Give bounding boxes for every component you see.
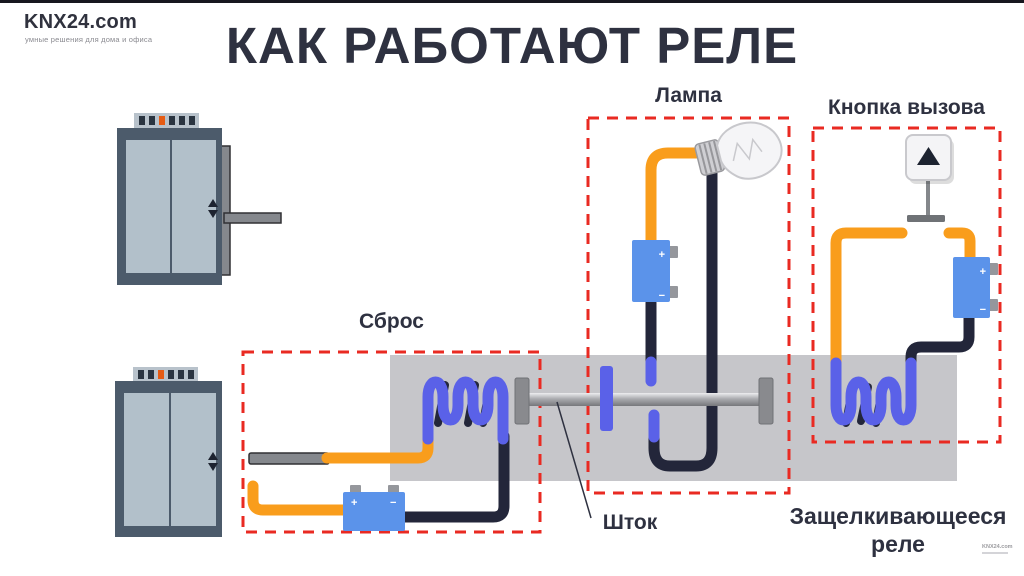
indicator-square [169, 116, 175, 125]
rod-end-cap-left [514, 377, 530, 425]
top-edge-bar [0, 0, 1024, 3]
brand-tagline: умные решения для дома и офиса [25, 35, 153, 44]
indicator-square-active [159, 116, 165, 125]
battery-body [632, 240, 670, 302]
battery-minus-sign: − [390, 497, 396, 509]
reset-section-box [241, 350, 542, 534]
battery-terminal [989, 263, 998, 275]
indicator-square [189, 116, 195, 125]
reset-hook-wire [247, 480, 349, 516]
rod-shaft [521, 393, 762, 406]
call-button-circuit: + − [830, 134, 998, 427]
bulb-screw-threads [698, 140, 723, 175]
battery-plus-sign: + [980, 266, 986, 278]
call-black-wire [905, 310, 975, 372]
down-arrow-icon [208, 463, 218, 471]
battery-terminal [669, 246, 678, 258]
label-rod: Шток [602, 511, 658, 534]
battery-body [343, 492, 405, 531]
indicator-square [138, 370, 144, 379]
label-lamp: Лампа [655, 84, 722, 107]
page-title: КАК РАБОТАЮТ РЕЛЕ [225, 17, 799, 74]
elevator-door-left [124, 393, 169, 526]
reset-actuator-bar [248, 452, 330, 465]
battery-body [953, 257, 990, 318]
call-battery: + − [953, 257, 998, 318]
light-bulb [694, 121, 783, 180]
up-arrow-icon [208, 452, 218, 460]
rod-assembly [514, 366, 774, 519]
up-arrow-icon [917, 147, 940, 165]
bulb-glass [716, 121, 783, 180]
reset-circuit: + − [247, 376, 510, 531]
battery-plus-sign: + [659, 249, 665, 261]
battery-minus-sign: − [980, 304, 986, 316]
call-orange-wire-left [830, 227, 908, 373]
indicator-square [178, 370, 184, 379]
down-arrow-icon [208, 210, 218, 218]
battery-plus-sign: + [351, 497, 357, 509]
elevator-lever-bar [223, 212, 282, 224]
lamp-section-box [586, 116, 791, 495]
up-arrow-icon [208, 199, 218, 207]
battery-terminal [350, 485, 361, 493]
reset-black-wire [398, 430, 510, 523]
latching-relay-coil [830, 357, 917, 426]
elevator-door-left [126, 140, 170, 273]
lamp-circuit: + − [632, 121, 783, 472]
indicator-square [188, 370, 194, 379]
label-latching-relay: Защелкивающееся реле [789, 503, 1007, 558]
lamp-black-wire [648, 162, 718, 472]
rod-pointer-line [556, 401, 592, 519]
elevator-top [117, 113, 282, 285]
battery-terminal [989, 299, 998, 311]
battery-terminal [388, 485, 399, 493]
brand-logo: KNX24.com [24, 11, 137, 33]
reset-battery: + − [343, 485, 405, 531]
moving-contact-bar [600, 366, 613, 431]
reset-coil [422, 376, 509, 445]
reset-orange-wire [321, 428, 434, 464]
battery-minus-sign: − [659, 290, 665, 302]
watermark-logo: KNX24.com [982, 544, 1013, 550]
switch-contact-bar [907, 215, 945, 222]
indicator-square [139, 116, 145, 125]
call-button [905, 134, 954, 184]
indicator-square-active [158, 370, 164, 379]
lamp-orange-wire [645, 147, 712, 248]
indicator-square [149, 116, 155, 125]
battery-terminal [669, 286, 678, 298]
label-call-button: Кнопка вызова [828, 96, 985, 119]
call-button-section-box [811, 126, 1002, 444]
lamp-battery: + − [632, 240, 678, 302]
elevator-bottom [115, 367, 222, 537]
call-orange-wire-right [943, 227, 976, 264]
indicator-square [168, 370, 174, 379]
indicator-square [148, 370, 154, 379]
bulb-filament [732, 137, 763, 162]
indicator-square [179, 116, 185, 125]
watermark-tagline [982, 552, 1008, 554]
label-reset: Сброс [359, 310, 424, 333]
rod-end-cap-right [758, 377, 774, 425]
